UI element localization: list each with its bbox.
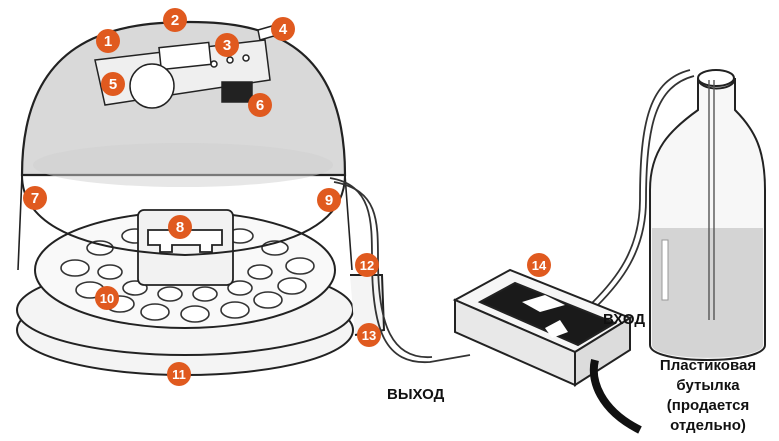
outlet-label: ВЫХОД [387, 386, 444, 403]
callout-2: 2 [163, 8, 187, 32]
callout-5: 5 [101, 72, 125, 96]
callout-8: 8 [168, 215, 192, 239]
callout-7: 7 [23, 186, 47, 210]
bottle-label-line-1: Пластиковая [637, 356, 779, 376]
callout-9: 9 [317, 188, 341, 212]
inlet-label: ВХОД [603, 311, 645, 328]
callout-11: 11 [167, 362, 191, 386]
pump-box [455, 270, 640, 430]
callout-12: 12 [355, 253, 379, 277]
callout-4: 4 [271, 17, 295, 41]
callout-6: 6 [248, 93, 272, 117]
callout-14: 14 [527, 253, 551, 277]
callout-13: 13 [357, 323, 381, 347]
callout-10: 10 [95, 286, 119, 310]
callout-3: 3 [215, 33, 239, 57]
callout-1: 1 [96, 29, 120, 53]
bottle-label-line-3: (продается [637, 396, 779, 416]
bottle-label-line-2: бутылка [637, 376, 779, 396]
bottle [650, 70, 765, 360]
bottle-label-line-4: отдельно) [637, 416, 779, 436]
bottle-label: Пластиковая бутылка (продается отдельно) [637, 356, 779, 436]
